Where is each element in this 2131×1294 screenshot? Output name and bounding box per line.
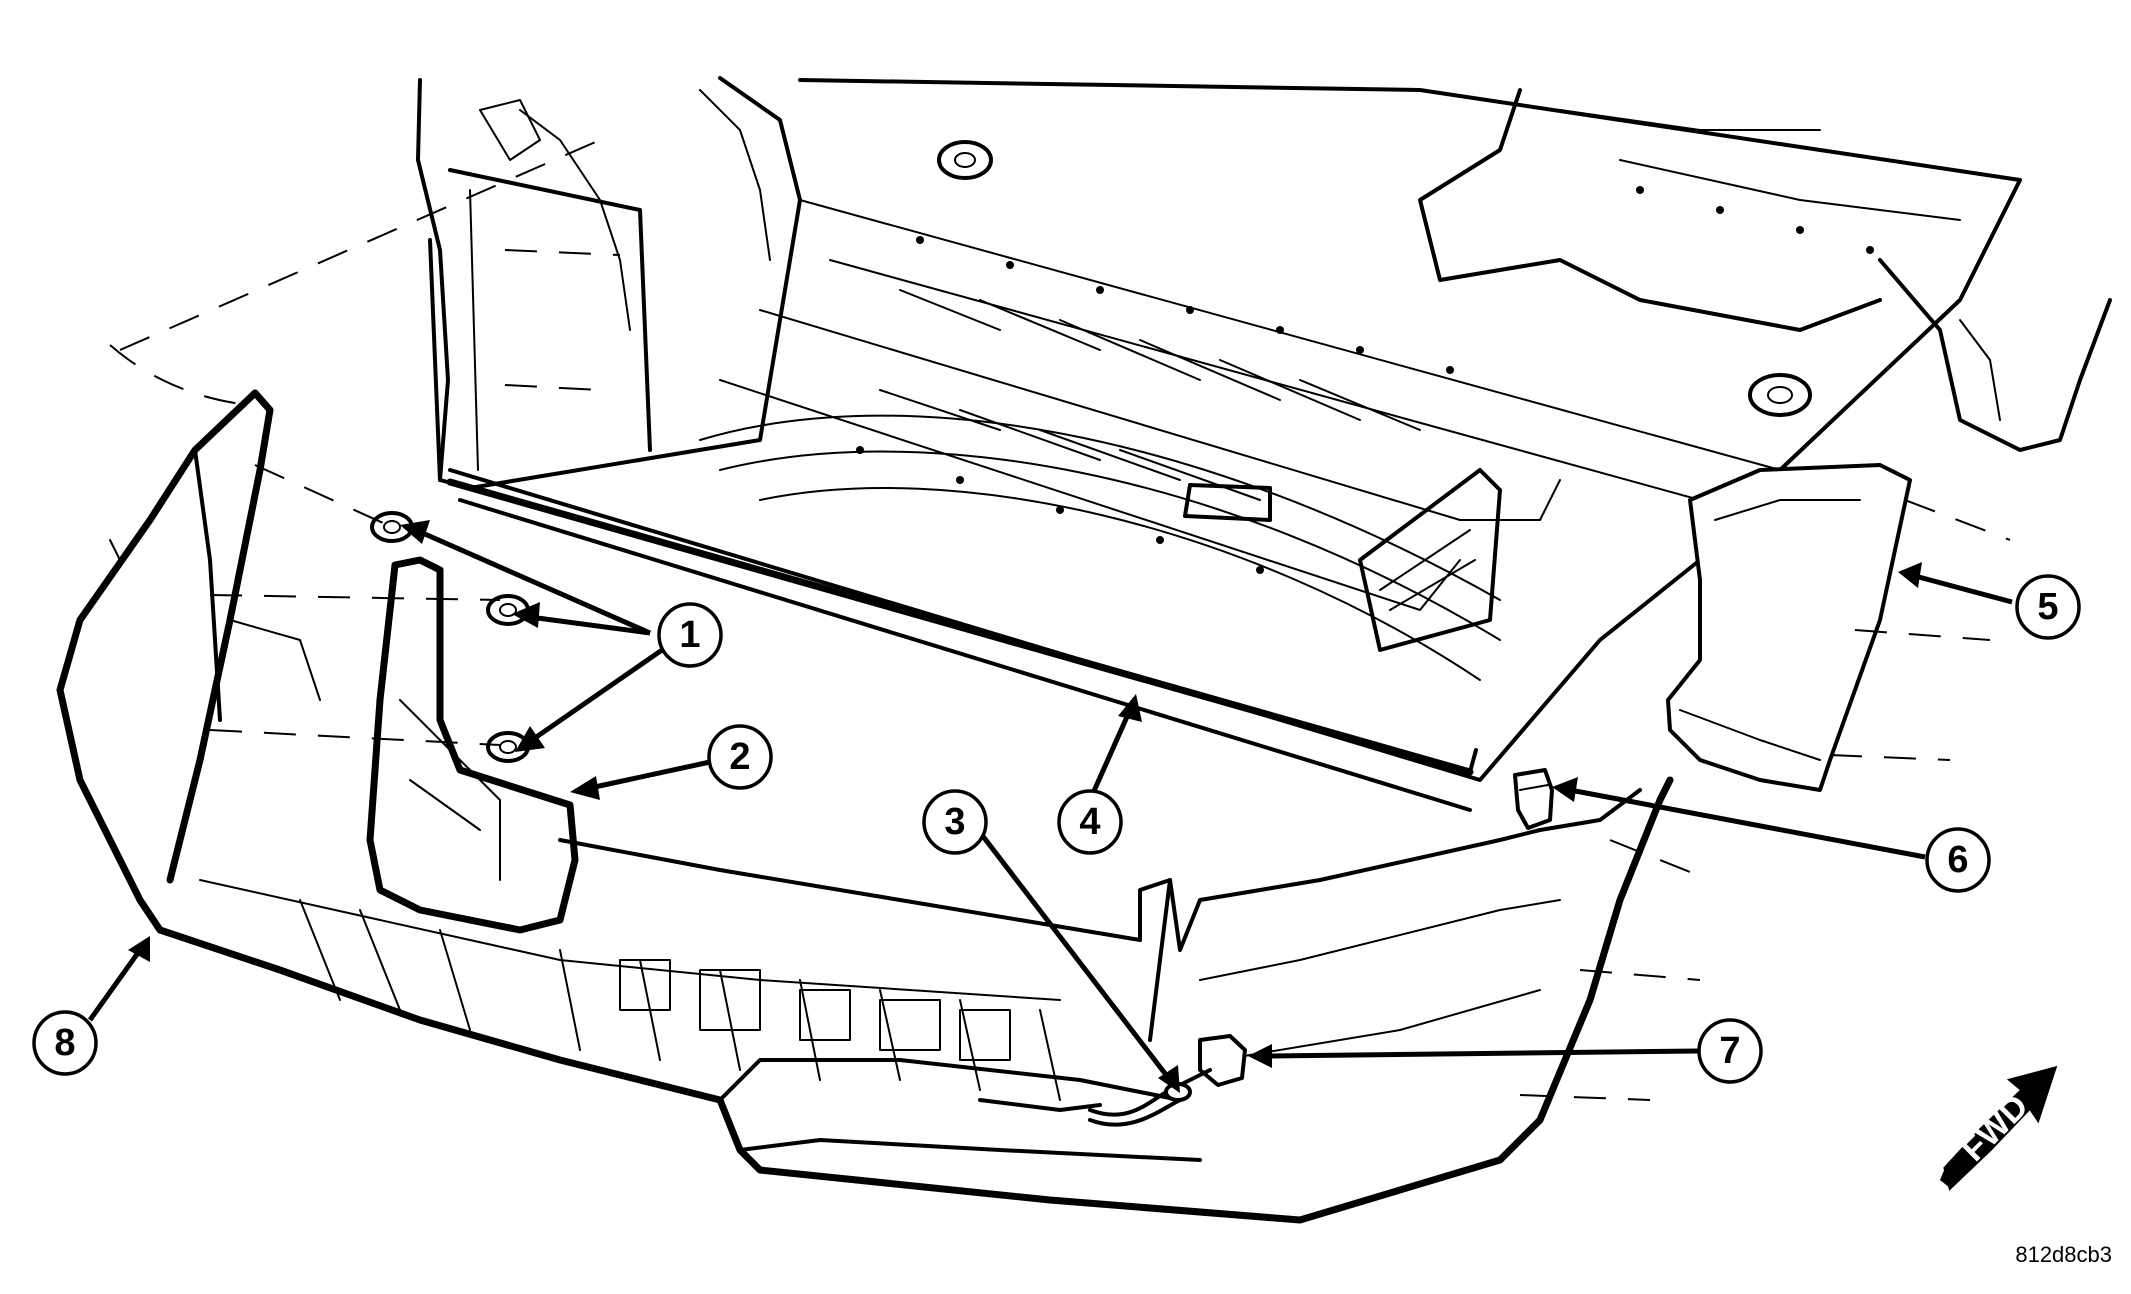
callout-5: 5 bbox=[2015, 574, 2081, 640]
callout-7-label: 7 bbox=[1719, 1030, 1740, 1072]
figure-code: 812d8cb3 bbox=[2015, 1242, 2112, 1267]
fwd-arrow-icon bbox=[1943, 1065, 2058, 1191]
callout-8-label: 8 bbox=[54, 1022, 75, 1064]
leader-lines bbox=[87, 520, 2013, 1093]
callout-6-label: 6 bbox=[1947, 839, 1968, 881]
callout-6: 6 bbox=[1925, 827, 1991, 893]
callout-4: 4 bbox=[1057, 789, 1123, 855]
callout-3: 3 bbox=[922, 789, 988, 855]
left-fascia-bracket bbox=[366, 556, 579, 934]
forward-direction-arrow: FWD bbox=[1940, 1065, 2058, 1191]
rear-bumper-fascia bbox=[56, 389, 1674, 1224]
callout-4-label: 4 bbox=[1079, 801, 1100, 843]
wiring-connector bbox=[1198, 1034, 1247, 1087]
rear-crossmember-lip bbox=[446, 478, 1478, 776]
callout-7: 7 bbox=[1697, 1018, 1763, 1084]
callout-1: 1 bbox=[657, 602, 723, 668]
callout-2-label: 2 bbox=[729, 736, 750, 778]
wiring-harness bbox=[978, 1068, 1212, 1127]
push-pin-retainers bbox=[370, 511, 530, 763]
callout-5-label: 5 bbox=[2037, 586, 2058, 628]
retainer-upper bbox=[370, 511, 414, 543]
alignment-lines bbox=[109, 139, 2011, 1101]
fascia-clip-bracket bbox=[1513, 768, 1554, 830]
callout-1-label: 1 bbox=[679, 614, 700, 656]
callout-3-label: 3 bbox=[944, 801, 965, 843]
callout-2: 2 bbox=[707, 724, 773, 790]
callout-8: 8 bbox=[32, 1010, 98, 1076]
right-fascia-bracket bbox=[1666, 463, 1912, 792]
vehicle-underbody bbox=[416, 76, 2112, 812]
